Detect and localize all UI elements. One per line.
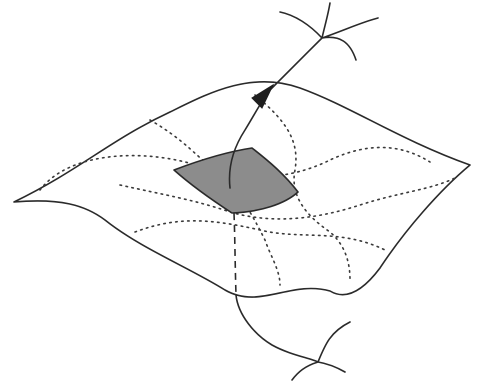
upper-curve-tail	[270, 3, 378, 90]
lower-curve-solid	[236, 295, 350, 380]
